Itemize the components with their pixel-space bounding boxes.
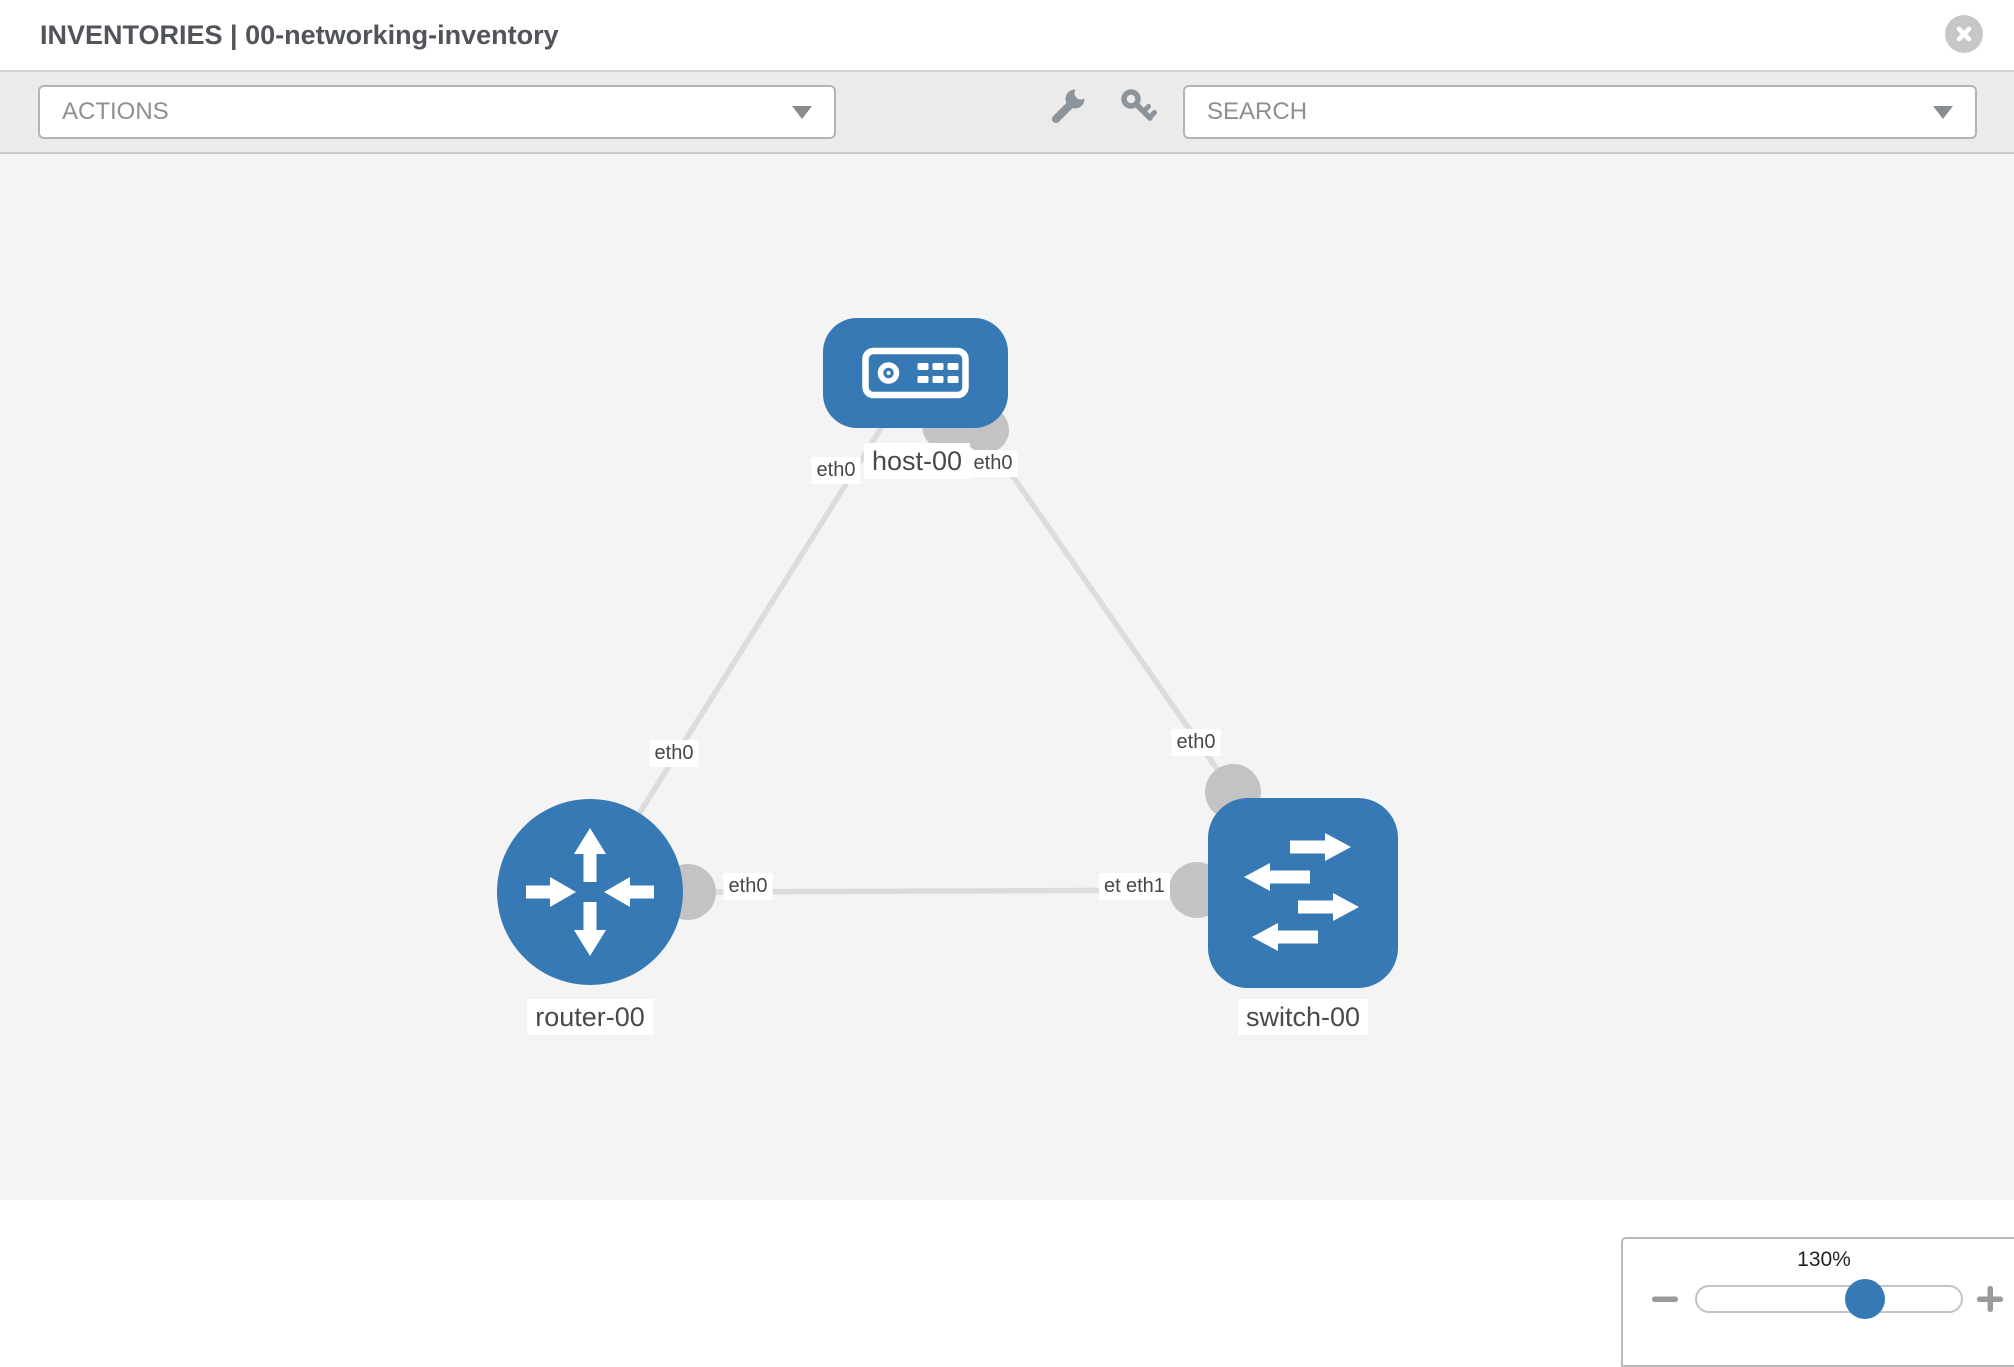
topology-canvas[interactable]: host-00 router-00 switch-00 eth0 eth0 et… bbox=[0, 154, 2014, 1367]
zoom-out-button[interactable] bbox=[1648, 1282, 1682, 1316]
search-dropdown-label: SEARCH bbox=[1207, 98, 1308, 125]
node-label-router: router-00 bbox=[527, 999, 653, 1035]
page-title: INVENTORIES | 00-networking-inventory bbox=[40, 20, 559, 50]
zoom-slider-track[interactable] bbox=[1695, 1285, 1963, 1313]
close-icon bbox=[1956, 26, 1972, 42]
zoom-level: 130% bbox=[1797, 1248, 1851, 1271]
node-host[interactable] bbox=[823, 318, 1008, 428]
iface-label-router-eth0-up: eth0 bbox=[649, 740, 699, 767]
actions-dropdown[interactable]: ACTIONS bbox=[38, 85, 836, 139]
close-button[interactable] bbox=[1945, 15, 1983, 53]
router-icon bbox=[526, 828, 654, 956]
iface-label-switch-eth1: eth1 bbox=[1121, 873, 1170, 900]
iface-label-host-eth0-right: eth0 bbox=[968, 450, 1018, 477]
actions-dropdown-label: ACTIONS bbox=[62, 98, 169, 125]
iface-label-host-eth0-left: eth0 bbox=[811, 457, 861, 484]
topology-graph bbox=[497, 318, 1398, 988]
zoom-slider-knob[interactable] bbox=[1845, 1279, 1885, 1319]
iface-label-router-eth0: eth0 bbox=[723, 873, 773, 900]
zoom-panel: 130% bbox=[1621, 1237, 2014, 1367]
chevron-down-icon bbox=[792, 105, 812, 119]
zoom-in-button[interactable] bbox=[1973, 1282, 2007, 1316]
plus-icon bbox=[1977, 1286, 2003, 1312]
topology-links bbox=[587, 420, 1236, 895]
node-switch[interactable] bbox=[1208, 798, 1398, 988]
node-label-host: host-00 bbox=[863, 443, 971, 479]
toolbar: ACTIONS SEARCH bbox=[0, 70, 2014, 154]
host-icon bbox=[862, 347, 969, 399]
header-bar: INVENTORIES | 00-networking-inventory bbox=[0, 0, 2014, 70]
search-dropdown[interactable]: SEARCH bbox=[1183, 85, 1977, 139]
node-label-switch: switch-00 bbox=[1237, 999, 1369, 1035]
wrench-icon[interactable] bbox=[1046, 84, 1090, 128]
chevron-down-icon bbox=[1933, 105, 1953, 119]
node-router[interactable] bbox=[497, 799, 683, 985]
iface-label-switch-eth0: eth0 bbox=[1171, 729, 1221, 756]
switch-icon bbox=[1244, 833, 1359, 951]
key-icon[interactable] bbox=[1116, 84, 1160, 128]
minus-icon bbox=[1652, 1296, 1678, 1302]
